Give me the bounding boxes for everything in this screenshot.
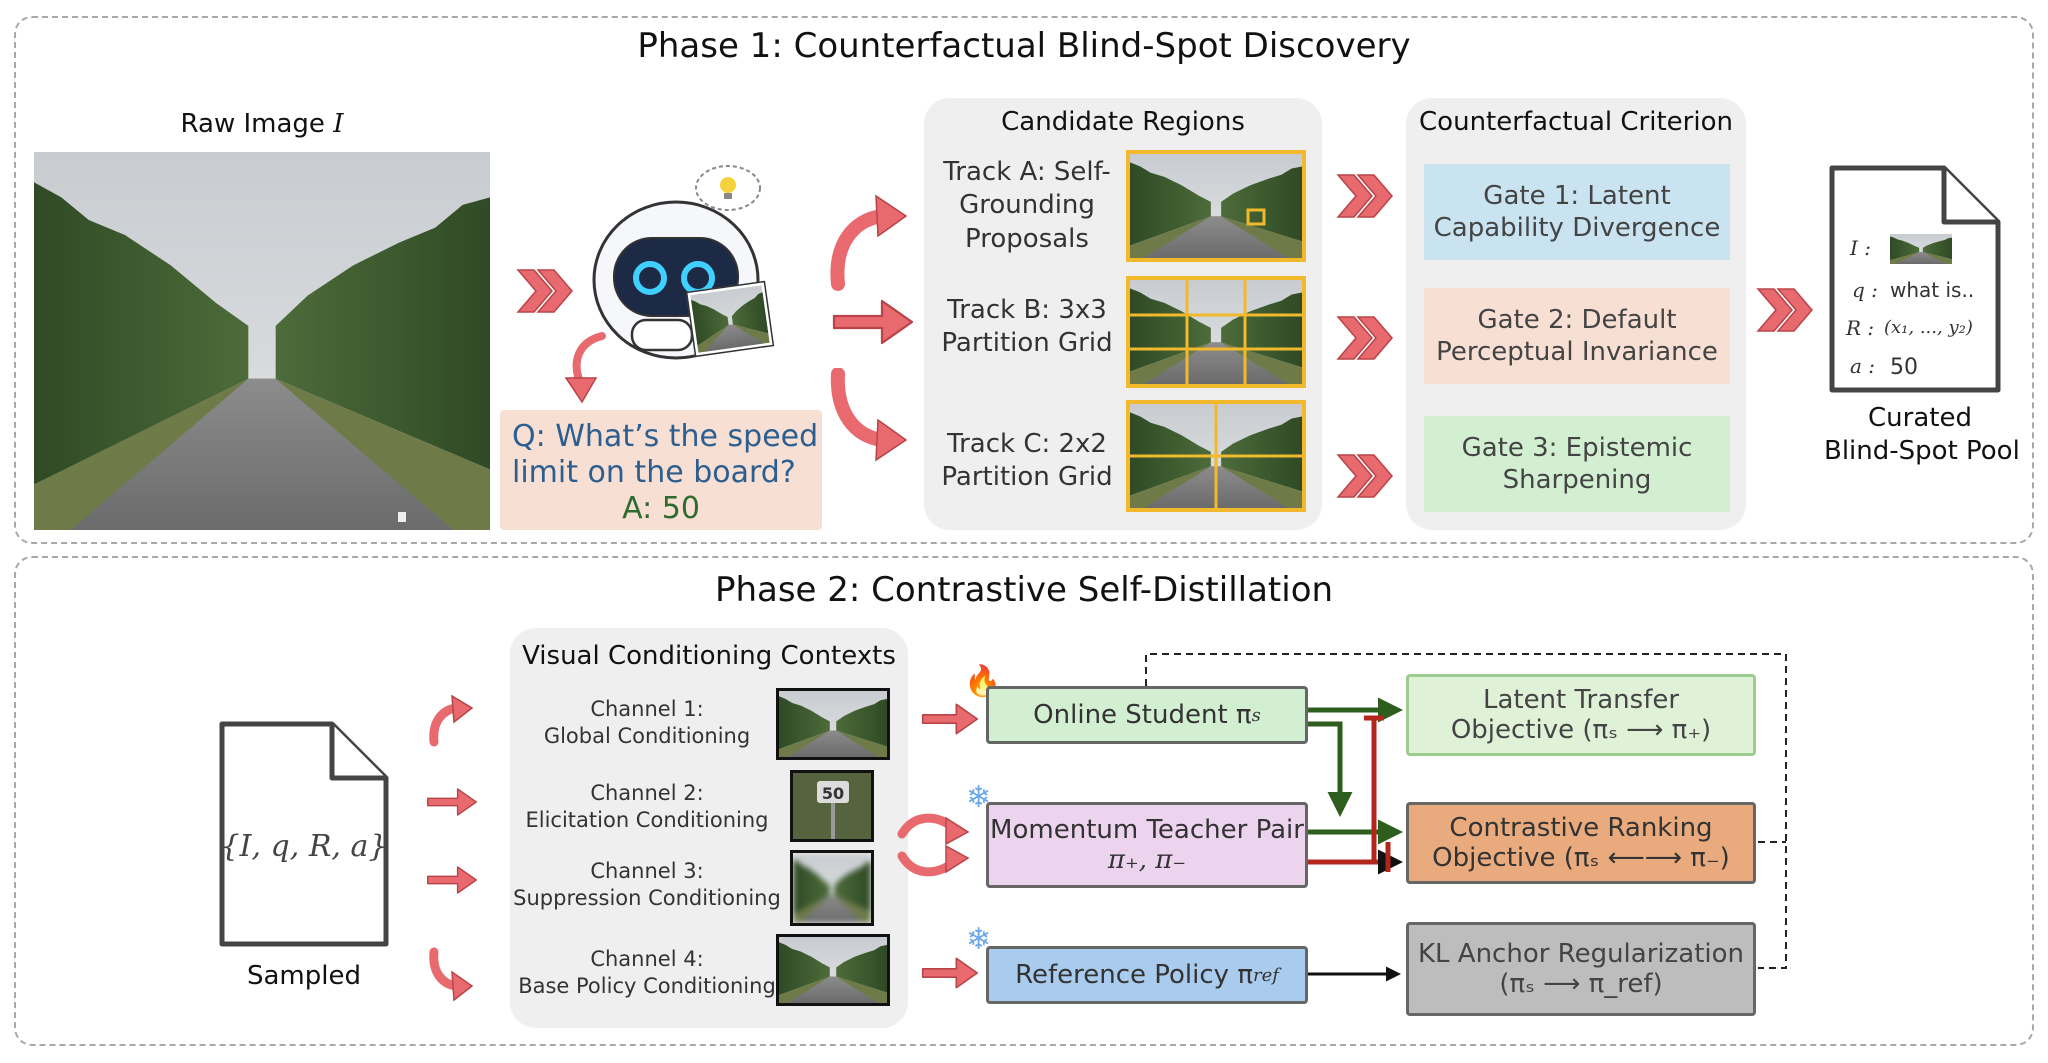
question-line1: Q: What’s the speed [512,419,819,454]
pool-key-a: a : [1850,354,1876,378]
answer-text: A: 50 [622,491,700,526]
robot-icon [580,160,780,370]
curved-arrow-up-icon [830,194,908,291]
curved-arrow-icon [564,332,606,404]
sampled-label: Sampled [247,961,361,991]
pool-key-q: q : [1852,278,1878,302]
question-line2: limit on the board? [512,455,796,490]
pool-key-r: R : [1846,316,1875,340]
contexts-title: Visual Conditioning Contexts [522,641,896,671]
track-c-image [1126,400,1306,512]
phase1-frame [14,16,2034,544]
pool-document-icon: I : q : what is.. R : (x₁, ..., y₂) a : … [1828,164,2002,394]
track-c-label: Track C: 2x2 Partition Grid [941,429,1113,493]
phase2-title: Phase 2: Contrastive Self-Distillation [714,570,1334,610]
channel-2-image: 50 [790,770,874,842]
contrastive-ranking-box: Contrastive Ranking Objective (πₛ ⟵⟶ π₋) [1406,802,1756,884]
channel-1-image [776,688,890,760]
raw-image-label: Raw Image I [180,109,344,139]
channel-4-label: Channel 4:Base Policy Conditioning [518,947,776,998]
criterion-title: Counterfactual Criterion [1419,107,1733,137]
channel-3-label: Channel 3:Suppression Conditioning [513,859,781,910]
phase1-title: Phase 1: Counterfactual Blind-Spot Disco… [637,26,1411,66]
pool-value-r: (x₁, ..., y₂) [1884,317,1973,338]
raw-road-image [34,152,490,530]
speed-sign-text: 50 [822,784,844,803]
pool-label: Curated Blind-Spot Pool [1824,403,2020,467]
channel-4-image [776,934,890,1006]
momentum-teacher-box: Momentum Teacher Pair π₊, π₋ [986,802,1308,888]
speed-sign-mark [398,512,406,522]
channel-2-label: Channel 2:Elicitation Conditioning [525,781,769,832]
kl-anchor-box: KL Anchor Regularization (πₛ ⟶ π_ref) [1406,922,1756,1016]
curved-arrow-icon [897,813,970,877]
pool-key-image: I : [1850,236,1871,260]
curved-arrow-icon [429,947,474,1002]
pool-value-a: 50 [1890,355,1918,380]
track-a-label: Track A: Self- Grounding Proposals [943,157,1111,254]
track-b-image [1126,276,1306,388]
channel-3-image [790,850,874,926]
curved-arrow-icon [429,694,474,747]
latent-transfer-box: Latent Transfer Objective (πₛ ⟶ π₊) [1406,674,1756,756]
channel-1-label: Channel 1:Global Conditioning [543,697,751,748]
phase2-frame [14,556,2034,1046]
sampled-formula: {I, q, R, a} [220,829,388,864]
pool-value-q: what is.. [1890,278,1975,302]
qa-box: Q: What’s the speed limit on the board? … [500,410,822,530]
candidate-regions-title: Candidate Regions [1001,107,1245,137]
sampled-document-icon: {I, q, R, a} [218,720,390,948]
track-a-image [1126,150,1306,262]
curved-arrow-down-icon [830,368,908,462]
track-b-label: Track B: 3x3 Partition Grid [941,295,1113,359]
